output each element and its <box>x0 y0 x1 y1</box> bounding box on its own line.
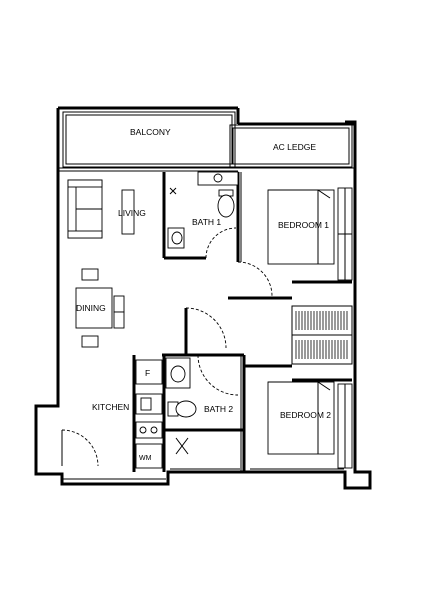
tv-console <box>121 189 135 235</box>
bottom-windows <box>62 468 344 480</box>
bath1-fixtures <box>167 171 239 249</box>
label-living: LIVING <box>118 208 146 218</box>
interior-walls <box>132 172 353 472</box>
label-bedroom2: BEDROOM 2 <box>280 410 331 420</box>
bed1 <box>267 189 335 265</box>
bath2-fixtures <box>165 357 197 455</box>
label-bedroom1: BEDROOM 1 <box>278 220 329 230</box>
bedroom1-window-wardrobe <box>337 187 353 281</box>
sofa <box>67 179 103 239</box>
kitchen-fixtures <box>135 359 163 469</box>
label-ac-ledge: AC LEDGE <box>273 142 316 152</box>
label-balcony: BALCONY <box>130 127 171 137</box>
door-swings <box>61 227 273 467</box>
label-kitchen: KITCHEN <box>92 402 129 412</box>
bedroom2-window-wardrobe <box>337 383 353 469</box>
fridge-label: F <box>145 368 150 378</box>
washing-machine-label: WM <box>139 455 152 462</box>
ac-ledge-area <box>229 124 355 169</box>
label-bath2: BATH 2 <box>204 404 233 414</box>
bed2 <box>267 381 335 455</box>
dining-table <box>75 268 125 348</box>
balcony-area <box>58 111 238 172</box>
wardrobe-hatching <box>295 311 348 359</box>
outer-walls <box>34 106 372 490</box>
label-bath1: BATH 1 <box>192 217 221 227</box>
label-dining: DINING <box>76 303 106 313</box>
